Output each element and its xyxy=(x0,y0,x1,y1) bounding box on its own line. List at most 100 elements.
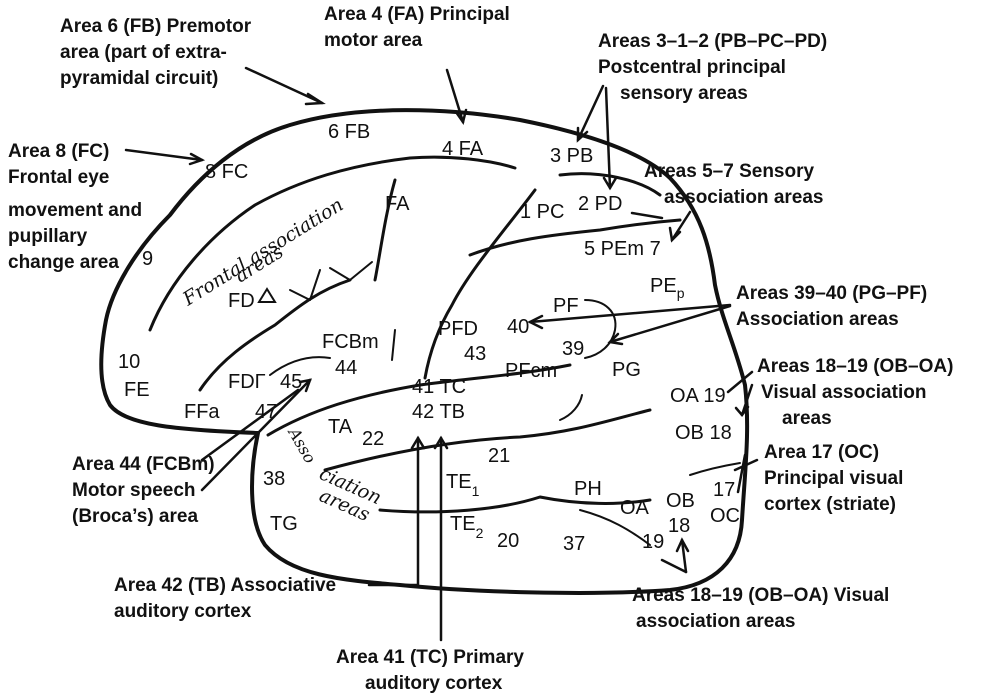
callout-area44-line2: Motor speech xyxy=(72,480,196,501)
callout-area17-line1: Area 17 (OC) xyxy=(764,442,879,463)
arrow-area39 xyxy=(608,304,732,344)
region-19: 19 xyxy=(642,531,664,553)
region-pe-sub: p xyxy=(677,285,685,301)
intraparietal-sulcus xyxy=(468,218,682,257)
temporal-short-sulcus xyxy=(559,394,583,421)
central-sulcus xyxy=(423,188,537,380)
callout-arrows xyxy=(124,66,759,642)
lateral-fissure xyxy=(266,363,572,437)
region-fd: FD xyxy=(228,290,255,312)
region-18: 18 xyxy=(668,515,690,537)
arrow-area1819a-head xyxy=(734,405,750,417)
arrow-area1819a xyxy=(726,370,754,417)
region-3pb: 3 PB xyxy=(550,145,593,167)
brain-outline xyxy=(99,108,750,595)
callout-area312-line2: Postcentral principal xyxy=(598,57,786,78)
callout-area8-line1: Area 8 (FC) xyxy=(8,141,109,162)
cerebrum-outline xyxy=(99,108,750,595)
inferior-temporal-sulcus xyxy=(378,495,652,514)
frontal-fork xyxy=(289,261,373,301)
region-5pem7: 5 PEm 7 xyxy=(584,238,661,260)
callout-area8-line4: pupillary xyxy=(8,226,88,247)
arrow-area57-a xyxy=(630,211,664,220)
callout-area44-line3: (Broca’s) area xyxy=(72,506,198,527)
region-tg: TG xyxy=(270,513,298,535)
callout-area1819a-line1: Areas 18–19 (OB–OA) xyxy=(757,356,953,377)
region-42tb: 42 TB xyxy=(412,401,465,423)
callout-area17: Area 17 (OC) Principal visual cortex (st… xyxy=(764,442,903,515)
callout-area1819a-line3: areas xyxy=(782,408,832,429)
precentral-sulcus xyxy=(373,178,397,282)
region-oc: OC xyxy=(710,505,740,527)
occipital-sulcus xyxy=(689,462,741,476)
callout-area4-line1: Area 4 (FA) Principal xyxy=(324,4,510,25)
inferior-sulcus xyxy=(579,509,651,546)
callout-area3940: Areas 39–40 (PG–PF) Association areas xyxy=(736,283,927,330)
region-ta: TA xyxy=(328,416,353,438)
arrow-area312-pd-head xyxy=(602,176,618,191)
region-pfcm: PFcm xyxy=(505,360,557,382)
arrow-area312-pd xyxy=(604,86,612,190)
region-21: 21 xyxy=(488,445,510,467)
region-ph: PH xyxy=(574,478,602,500)
callout-area4-line2: motor area xyxy=(324,30,423,51)
callout-area4: Area 4 (FA) Principal motor area xyxy=(324,4,510,51)
callout-area1819b-line2: association areas xyxy=(636,611,795,632)
region-ob: OB xyxy=(666,490,695,512)
region-ffa: FFa xyxy=(184,401,220,423)
callout-area1819b: Areas 18–19 (OB–OA) Visual association a… xyxy=(632,585,889,632)
callout-area312-line3: sensory areas xyxy=(620,83,748,104)
region-pfd: PFD xyxy=(438,318,478,340)
region-9: 9 xyxy=(142,248,153,270)
callout-area41-line1: Area 41 (TC) Primary xyxy=(336,647,524,668)
region-22: 22 xyxy=(362,428,384,450)
region-2pd: 2 PD xyxy=(578,193,622,215)
callout-area57-line1: Areas 5–7 Sensory xyxy=(644,161,814,182)
callout-area42-line2: auditory cortex xyxy=(114,601,252,622)
arrow-area40 xyxy=(528,303,732,324)
region-te1-sub: 1 xyxy=(472,483,480,499)
callout-area17-line2: Principal visual xyxy=(764,468,903,489)
region-labels: 6 FB 4 FA 3 PB 8 FC FA 1 PC 2 PD 9 5 PEm… xyxy=(118,121,740,555)
region-4fa: 4 FA xyxy=(442,138,484,160)
callout-area57-line2: association areas xyxy=(664,187,823,208)
callout-area42-line1: Area 42 (TB) Associative xyxy=(114,575,336,596)
region-pf: PF xyxy=(553,295,579,317)
region-44: 44 xyxy=(335,357,357,379)
region-pg: PG xyxy=(612,359,641,381)
callout-area44: Area 44 (FCBm) Motor speech (Broca’s) ar… xyxy=(72,454,215,527)
arrow-area8-head xyxy=(188,152,206,166)
arrow-area44-a xyxy=(200,378,312,492)
callout-area42: Area 42 (TB) Associative auditory cortex xyxy=(114,575,336,622)
region-ob18: OB 18 xyxy=(675,422,732,444)
region-1pc: 1 PC xyxy=(520,201,564,223)
arrow-area39-head xyxy=(607,332,624,346)
temporal-asso-label: Asso xyxy=(284,423,320,467)
sulci xyxy=(148,155,741,546)
region-te1: TE1 xyxy=(446,471,480,499)
arrow-area6 xyxy=(244,66,324,105)
callout-area57: Areas 5–7 Sensory association areas xyxy=(644,161,823,208)
region-6fb: 6 FB xyxy=(328,121,370,143)
callout-area8-line2: Frontal eye xyxy=(8,167,109,188)
callout-area1819a: Areas 18–19 (OB–OA) Visual association a… xyxy=(757,356,953,429)
region-8fc: 8 FC xyxy=(205,161,248,183)
arrow-area42 xyxy=(367,436,420,587)
arrow-area1819b-a xyxy=(660,558,688,574)
region-38: 38 xyxy=(263,468,285,490)
callout-area41: Area 41 (TC) Primary auditory cortex xyxy=(336,647,524,694)
callout-area44-line1: Area 44 (FCBm) xyxy=(72,454,215,475)
arrow-area8 xyxy=(124,148,204,162)
region-te2: TE2 xyxy=(450,513,484,541)
region-pe-text: PE xyxy=(650,275,677,297)
callout-area3940-line1: Areas 39–40 (PG–PF) xyxy=(736,283,927,304)
region-10: 10 xyxy=(118,351,140,373)
region-fdr: FDΓ xyxy=(228,371,266,393)
arrow-area6-head xyxy=(304,92,326,106)
arrow-area312-pb-head xyxy=(576,126,589,143)
callout-area41-line2: auditory cortex xyxy=(365,673,503,694)
callout-area3940-line2: Association areas xyxy=(736,309,899,330)
region-pep: PEp xyxy=(650,275,685,301)
arrow-area44-b xyxy=(200,388,300,462)
callout-area312-line1: Areas 3–1–2 (PB–PC–PD) xyxy=(598,31,827,52)
